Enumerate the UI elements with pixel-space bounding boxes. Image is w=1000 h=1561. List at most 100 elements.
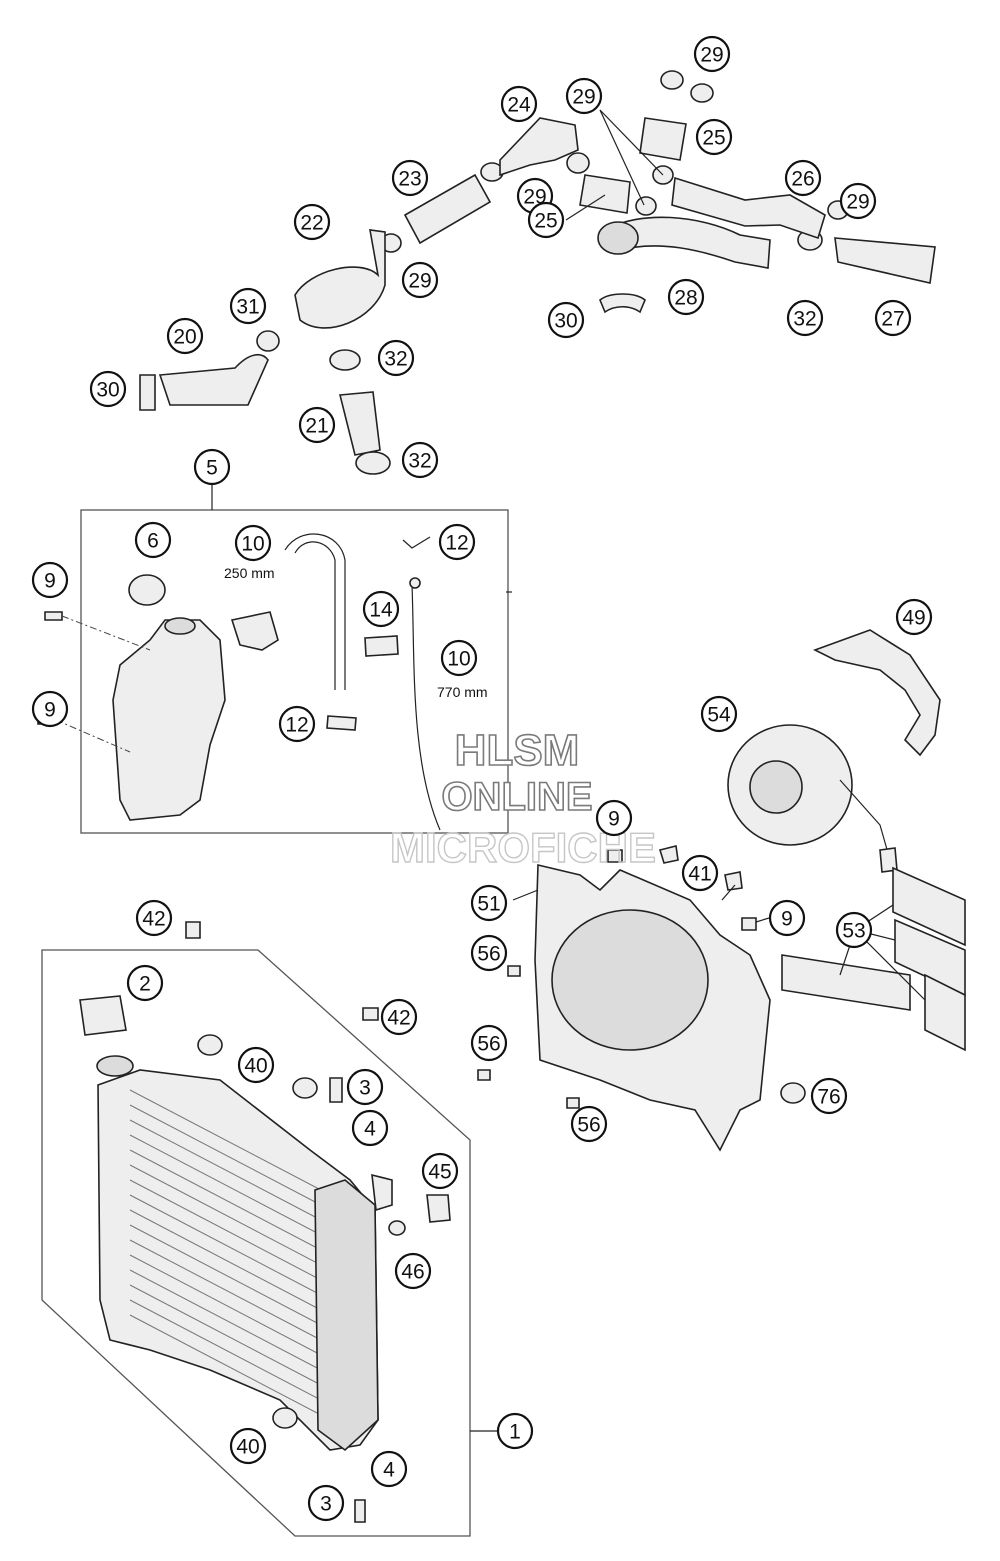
callout-29: 29 — [693, 35, 731, 73]
watermark-line-1: HLSM — [455, 726, 580, 775]
callout-number: 22 — [300, 212, 323, 235]
fan-bracket — [812, 629, 941, 757]
callout-30: 30 — [89, 370, 127, 408]
fan-shroud — [534, 863, 771, 1152]
callout-12: 12 — [278, 705, 316, 743]
callout-56: 56 — [570, 1105, 608, 1143]
callout-number: 29 — [408, 270, 431, 293]
callout-number: 9 — [608, 808, 620, 831]
leader-lines — [506, 109, 926, 1001]
callout-number: 51 — [477, 893, 500, 916]
callout-number: 30 — [96, 379, 119, 402]
callout-9: 9 — [595, 799, 633, 837]
expansion-tank-group-box — [80, 509, 509, 834]
callout-number: 2 — [139, 973, 151, 996]
callout-5: 5 — [193, 448, 231, 486]
callout-10: 10 — [440, 639, 478, 677]
callout-number: 6 — [147, 530, 159, 553]
callout-22: 22 — [293, 203, 331, 241]
callout-24: 24 — [500, 85, 538, 123]
callout-number: 21 — [305, 415, 328, 438]
callout-number: 3 — [320, 1493, 332, 1516]
callout-number: 23 — [398, 168, 421, 191]
callout-12: 12 — [438, 523, 476, 561]
callout-3: 3 — [307, 1484, 345, 1522]
callout-number: 26 — [791, 168, 814, 191]
callout-number: 4 — [364, 1118, 376, 1141]
callout-number: 9 — [781, 908, 793, 931]
callout-number: 56 — [477, 943, 500, 966]
callout-number: 25 — [534, 210, 557, 233]
callout-number: 10 — [447, 648, 470, 671]
callout-27: 27 — [874, 299, 912, 337]
callout-number: 5 — [206, 457, 218, 480]
callout-32: 32 — [401, 441, 439, 479]
watermark-line-2: ONLINE — [441, 775, 592, 819]
callout-number: 56 — [477, 1033, 500, 1056]
callout-3: 3 — [346, 1068, 384, 1106]
callout-9: 9 — [31, 561, 69, 599]
callout-number: 53 — [842, 920, 865, 943]
watermark: HLSM ONLINE MICROFICHE — [389, 725, 656, 872]
callout-number: 3 — [359, 1077, 371, 1100]
callout-76: 76 — [810, 1077, 848, 1115]
callout-49: 49 — [895, 598, 933, 636]
callout-56: 56 — [470, 934, 508, 972]
callout-26: 26 — [784, 159, 822, 197]
radiator — [79, 921, 500, 1523]
callout-42: 42 — [135, 899, 173, 937]
callout-25: 25 — [527, 201, 565, 239]
callout-number: 54 — [707, 704, 731, 727]
callout-4: 4 — [370, 1450, 408, 1488]
callout-number: 32 — [384, 348, 407, 371]
callout-32: 32 — [786, 299, 824, 337]
callout-51: 51 — [470, 884, 508, 922]
callout-9: 9 — [768, 899, 806, 937]
callout-number: 46 — [401, 1261, 424, 1284]
callout-number: 10 — [241, 533, 264, 556]
fasteners — [477, 845, 806, 1109]
callout-23: 23 — [391, 159, 429, 197]
callout-40: 40 — [229, 1427, 267, 1465]
callout-29: 29 — [401, 261, 439, 299]
callout-32: 32 — [377, 339, 415, 377]
callout-number: 28 — [674, 287, 697, 310]
callout-4: 4 — [351, 1109, 389, 1147]
callout-6: 6 — [134, 521, 172, 559]
callout-9: 9 — [31, 690, 69, 728]
callout-28: 28 — [667, 278, 705, 316]
callout-25: 25 — [695, 118, 733, 156]
callout-1: 1 — [496, 1412, 534, 1450]
callout-30: 30 — [547, 301, 585, 339]
callout-number: 40 — [244, 1055, 267, 1078]
callout-number: 24 — [507, 94, 531, 117]
callout-45: 45 — [421, 1152, 459, 1190]
callout-42: 42 — [380, 998, 418, 1036]
callout-number: 49 — [902, 607, 925, 630]
callout-number: 30 — [554, 310, 577, 333]
radiator-group-box — [41, 949, 471, 1537]
callout-54: 54 — [700, 695, 738, 733]
callout-number: 76 — [817, 1086, 840, 1109]
coolant-hoses — [139, 117, 936, 456]
callout-31: 31 — [229, 287, 267, 325]
callout-56: 56 — [470, 1024, 508, 1062]
callout-number: 31 — [236, 296, 259, 319]
callout-number: 9 — [44, 570, 56, 593]
radiator-fan — [727, 724, 898, 873]
callout-number: 25 — [702, 127, 725, 150]
callout-21: 21 — [298, 406, 336, 444]
callout-number: 27 — [881, 308, 904, 331]
callout-20: 20 — [166, 317, 204, 355]
callout-number: 9 — [44, 699, 56, 722]
callout-40: 40 — [237, 1046, 275, 1084]
callout-number: 45 — [428, 1161, 451, 1184]
callout-10: 10 — [234, 524, 272, 562]
callout-number: 12 — [285, 714, 308, 737]
callout-number: 32 — [408, 450, 431, 473]
callout-41: 41 — [681, 854, 719, 892]
callout-2: 2 — [126, 964, 164, 1002]
callout-number: 42 — [142, 908, 165, 931]
callout-number: 29 — [572, 86, 595, 109]
